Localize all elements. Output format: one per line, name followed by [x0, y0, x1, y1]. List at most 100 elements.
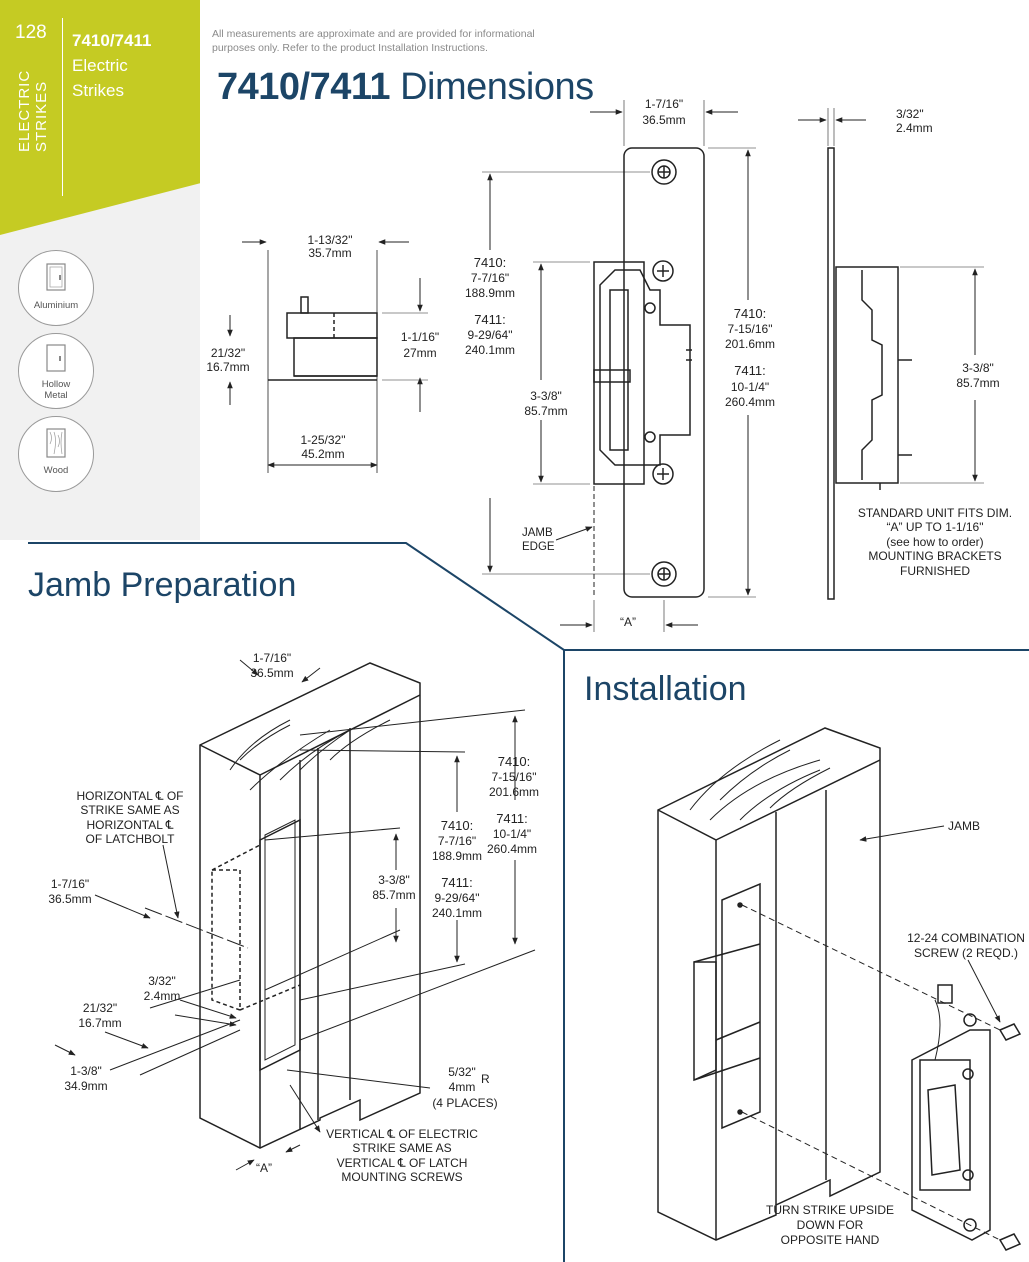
material-label-wood: Wood	[43, 465, 69, 476]
turn-line-1: TURN STRIKE UPSIDE	[766, 1203, 894, 1217]
page-number: 128	[15, 22, 47, 43]
jamb-plate-7410-imp: 7-15/16"	[492, 770, 537, 784]
jamb-preparation-title: Jamb Preparation	[28, 566, 297, 604]
turn-line-3: OPPOSITE HAND	[781, 1233, 880, 1247]
side-left-imp: 21/32"	[211, 346, 245, 360]
material-label-hollow: Hollow	[41, 379, 71, 390]
jamb-edge-line-2: EDGE	[522, 541, 555, 553]
screw-line-1: 12-24 COMBINATION	[907, 931, 1025, 945]
cl-v-line-2: STRIKE SAME AS	[352, 1141, 451, 1155]
product-line-3: Strikes	[72, 81, 124, 100]
radius-met: 4mm	[449, 1080, 476, 1094]
plate-7410-imp: 7-15/16"	[728, 322, 773, 336]
jamb-depth-met: 34.9mm	[64, 1079, 107, 1093]
radius-imp: 5/32"	[448, 1065, 476, 1079]
body-height-met: 85.7mm	[524, 404, 567, 418]
jamb-a-label: “A”	[256, 1161, 272, 1175]
plate-7410-model: 7410:	[734, 306, 767, 321]
material-label-aluminium: Aluminium	[33, 300, 79, 311]
sidebar: 128 ELECTRIC STRIKES 7410/7411 Electric …	[0, 0, 200, 540]
hole-7410-model: 7410:	[474, 255, 507, 270]
side-width-met: 35.7mm	[308, 246, 351, 260]
jamb-left-width-imp: 1-7/16"	[51, 877, 89, 891]
front-view-dimension-lines	[482, 100, 756, 632]
side-height-imp: 1-1/16"	[401, 330, 439, 344]
cl-h-line-4: OF LATCHBOLT	[86, 832, 176, 846]
jamb-plate-7411-model: 7411:	[496, 811, 528, 826]
note-line-2: “A” UP TO 1-1/16"	[887, 520, 984, 534]
dimensions-title: 7410/7411 Dimensions	[217, 66, 594, 109]
jamb-hole-7411-imp: 9-29/64"	[435, 891, 480, 905]
side-depth-imp: 1-25/32"	[301, 433, 346, 447]
disclaimer-line-1: All measurements are approximate and are…	[212, 28, 535, 40]
material-wood: Wood	[18, 416, 94, 492]
note-line-5: FURNISHED	[900, 564, 970, 578]
jamb-preparation-drawing	[199, 662, 421, 1149]
disclaimer: All measurements are approximate and are…	[212, 27, 572, 55]
note-line-3: (see how to order)	[886, 535, 983, 549]
jamb-hole-7410-imp: 7-7/16"	[438, 834, 476, 848]
side-height-met: 27mm	[403, 346, 436, 360]
jamb-dimension-lines	[54, 659, 536, 1171]
plate-thickness-imp: 3/32"	[896, 107, 924, 121]
hollow-metal-frame-icon	[46, 344, 66, 372]
installation-title: Installation	[584, 670, 747, 708]
jamb-thickness-met: 2.4mm	[144, 989, 181, 1003]
jamb-top-width-imp: 1-7/16"	[253, 651, 291, 665]
front-view-drawing	[593, 147, 705, 598]
tab-divider	[62, 18, 63, 196]
jamb-plate-7410-met: 201.6mm	[489, 785, 539, 799]
note-line-1: STANDARD UNIT FITS DIM.	[858, 506, 1012, 520]
hole-7411-model: 7411:	[474, 312, 506, 327]
material-aluminium: Aluminium	[18, 250, 94, 326]
radius-note: (4 PLACES)	[432, 1096, 497, 1110]
plate-7411-met: 260.4mm	[725, 395, 775, 409]
section-dividers	[28, 542, 1029, 1262]
jamb-body-met: 85.7mm	[372, 888, 415, 902]
dimensions-title-rest: Dimensions	[390, 66, 594, 108]
plate-7411-model: 7411:	[734, 363, 766, 378]
side-left-met: 16.7mm	[206, 360, 249, 374]
standard-unit-note: STANDARD UNIT FITS DIM. “A” UP TO 1-1/16…	[858, 506, 1012, 578]
body-height-right-met: 85.7mm	[956, 376, 999, 390]
jamb-plate-7410-model: 7410:	[498, 754, 531, 769]
jamb-plate-7411-met: 260.4mm	[487, 842, 537, 856]
disclaimer-line-2: purposes only. Refer to the product Inst…	[212, 42, 488, 54]
plate-7410-met: 201.6mm	[725, 337, 775, 351]
hole-7410-met: 188.9mm	[465, 286, 515, 300]
jamb-plate-7411-imp: 10-1/4"	[493, 827, 531, 841]
cl-h-line-2: STRIKE SAME AS	[80, 803, 179, 817]
turn-line-2: DOWN FOR	[797, 1218, 864, 1232]
product-line-1: 7410/7411	[72, 31, 152, 50]
side-width-imp: 1-13/32"	[308, 233, 353, 247]
body-height-imp: 3-3/8"	[530, 389, 562, 403]
cl-h-line-1: HORIZONTAL ℄ OF	[76, 789, 183, 803]
jamb-hole-7410-met: 188.9mm	[432, 849, 482, 863]
side-depth-met: 45.2mm	[301, 447, 344, 461]
body-height-right-imp: 3-3/8"	[962, 361, 994, 375]
aluminium-frame-icon	[46, 263, 66, 291]
dimensions-title-model: 7410/7411	[217, 66, 391, 108]
jamb-thickness-imp: 3/32"	[148, 974, 176, 988]
plate-7411-imp: 10-1/4"	[731, 380, 769, 394]
side-view-dimension-lines	[227, 239, 428, 468]
hole-7411-met: 240.1mm	[465, 343, 515, 357]
installation-drawing	[657, 727, 1022, 1251]
material-hollow-metal: Hollow Metal	[18, 333, 94, 409]
jamb-body-imp: 3-3/8"	[378, 873, 410, 887]
product-label: 7410/7411 Electric Strikes	[72, 28, 151, 103]
hole-7410-imp: 7-7/16"	[471, 271, 509, 285]
material-label-metal: Metal	[44, 390, 68, 401]
side-view-drawing	[267, 250, 378, 473]
jamb-top-width-met: 36.5mm	[250, 666, 293, 680]
cl-v-line-4: MOUNTING SCREWS	[341, 1170, 462, 1184]
vertical-centerline-note: VERTICAL ℄ OF ELECTRIC STRIKE SAME AS VE…	[326, 1127, 478, 1184]
horizontal-centerline-note: HORIZONTAL ℄ OF STRIKE SAME AS HORIZONTA…	[76, 789, 183, 846]
jamb-hole-7410-model: 7410:	[441, 818, 474, 833]
cl-v-line-1: VERTICAL ℄ OF ELECTRIC	[326, 1127, 478, 1141]
edge-view-dimension-lines	[798, 108, 984, 484]
jamb-offset-met: 16.7mm	[78, 1016, 121, 1030]
note-line-4: MOUNTING BRACKETS	[868, 549, 1001, 563]
jamb-offset-imp: 21/32"	[83, 1001, 117, 1015]
